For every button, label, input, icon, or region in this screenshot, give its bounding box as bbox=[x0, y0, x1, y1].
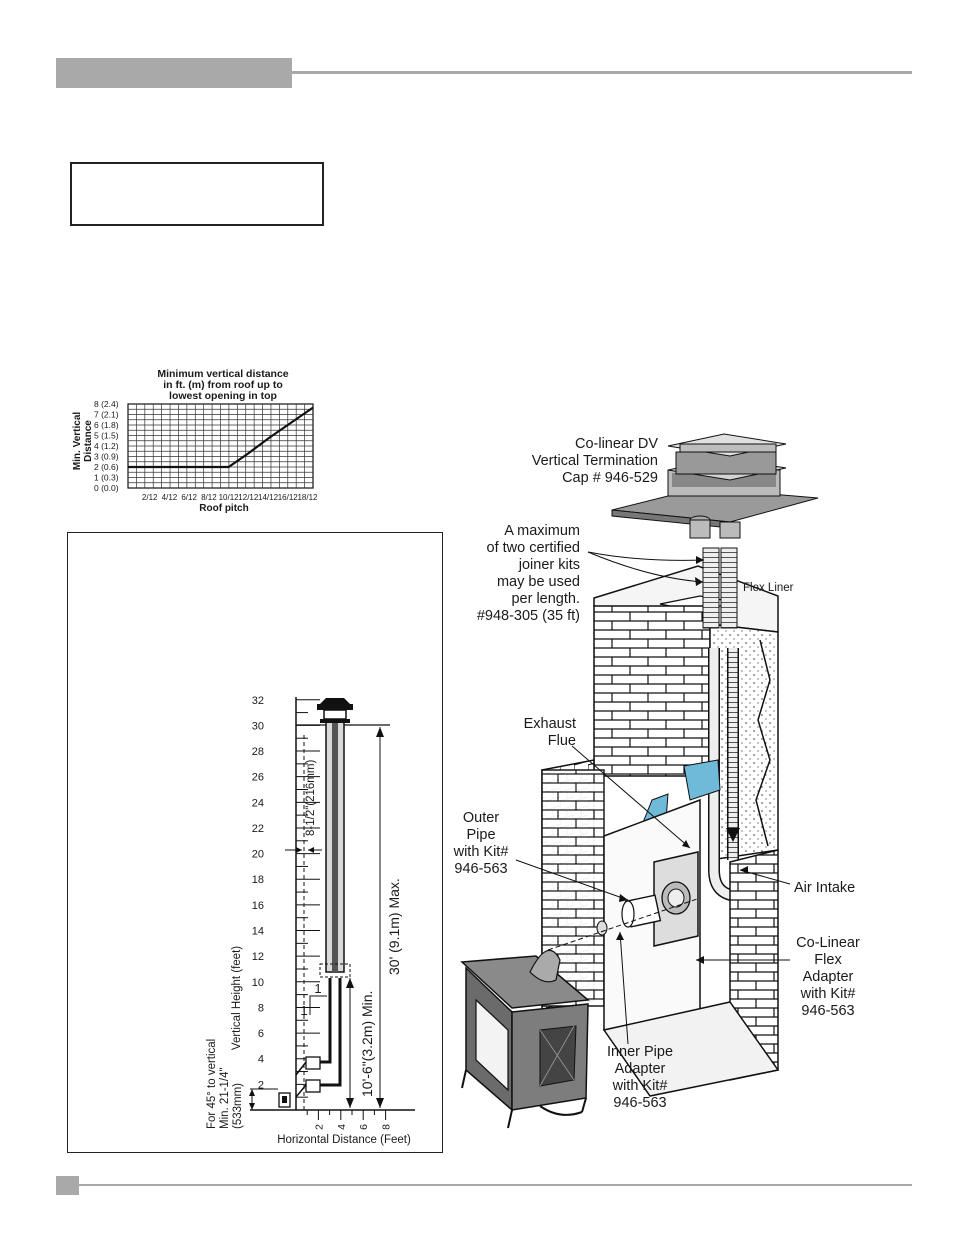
chimney-structure bbox=[541, 547, 780, 1097]
air-intake-label: Air Intake bbox=[794, 880, 856, 896]
chart-x-tick: 14/12 bbox=[258, 493, 279, 502]
section-header-tab bbox=[56, 58, 292, 88]
colinear-adapter-label: Co-Linear Flex Adapter with Kit# 946-563 bbox=[796, 935, 860, 1019]
chart-y-tick: 3 (0.9) bbox=[94, 452, 119, 462]
chart-y-tick: 8 (2.4) bbox=[94, 399, 119, 409]
chart-x-tick: 2/12 bbox=[142, 493, 158, 502]
chart-y-tick: 7 (2.1) bbox=[94, 410, 119, 420]
chart-title-line-2: in ft. (m) from roof up to bbox=[163, 379, 283, 391]
exhaust-flue-label: Exhaust Flue bbox=[523, 716, 576, 749]
leader-lines bbox=[515, 551, 791, 1045]
chart-x-tick: 6/12 bbox=[181, 493, 197, 502]
page-number-tab bbox=[56, 1176, 79, 1195]
chart-series-line bbox=[128, 406, 314, 469]
chart-y-tick: 2 (0.6) bbox=[94, 462, 119, 472]
chart-x-tick: 8/12 bbox=[201, 493, 217, 502]
joiner-kit-label: A maximum of two certified joiner kits m… bbox=[476, 523, 580, 624]
chart-y-tick: 0 (0.0) bbox=[94, 483, 119, 493]
footer-rule bbox=[79, 1184, 912, 1186]
chart-x-tick: 16/12 bbox=[278, 493, 299, 502]
chart-ylabel-line-2: Distance bbox=[83, 420, 94, 462]
header-rule bbox=[292, 71, 912, 74]
cap-label: Co-linear DV Vertical Termination Cap # … bbox=[531, 436, 658, 486]
chart-ylabel-line-1: Min. Vertical bbox=[72, 412, 83, 471]
chart-y-tick: 1 (0.3) bbox=[94, 473, 119, 483]
chart-title-line-1: Minimum vertical distance bbox=[157, 368, 288, 380]
chart-x-tick: 12/12 bbox=[238, 493, 259, 502]
chart-x-tick: 18/12 bbox=[297, 493, 318, 502]
inner-pipe-label: Inner Pipe Adapter with Kit# 946-563 bbox=[606, 1044, 674, 1111]
vent-diagram-panel bbox=[67, 532, 443, 1153]
chart-y-tick: 4 (1.2) bbox=[94, 441, 119, 451]
chart-title-line-3: lowest opening in top bbox=[169, 390, 277, 402]
chart-y-ticks: 0 (0.0)1 (0.3)2 (0.6)3 (0.9)4 (1.2)5 (1.… bbox=[94, 399, 119, 493]
chart-x-tick: 4/12 bbox=[162, 493, 178, 502]
outer-pipe-label: Outer Pipe with Kit# 946-563 bbox=[453, 810, 509, 877]
chart-xlabel: Roof pitch bbox=[199, 503, 248, 514]
chart-y-tick: 5 (1.5) bbox=[94, 431, 119, 441]
empty-note-box bbox=[70, 162, 324, 226]
chart-y-tick: 6 (1.8) bbox=[94, 420, 119, 430]
chart-x-tick: 10/12 bbox=[219, 493, 240, 502]
stove-icon bbox=[460, 949, 590, 1129]
chart-grid bbox=[127, 403, 314, 489]
flex-liner-label: Flex Liner bbox=[743, 582, 794, 594]
